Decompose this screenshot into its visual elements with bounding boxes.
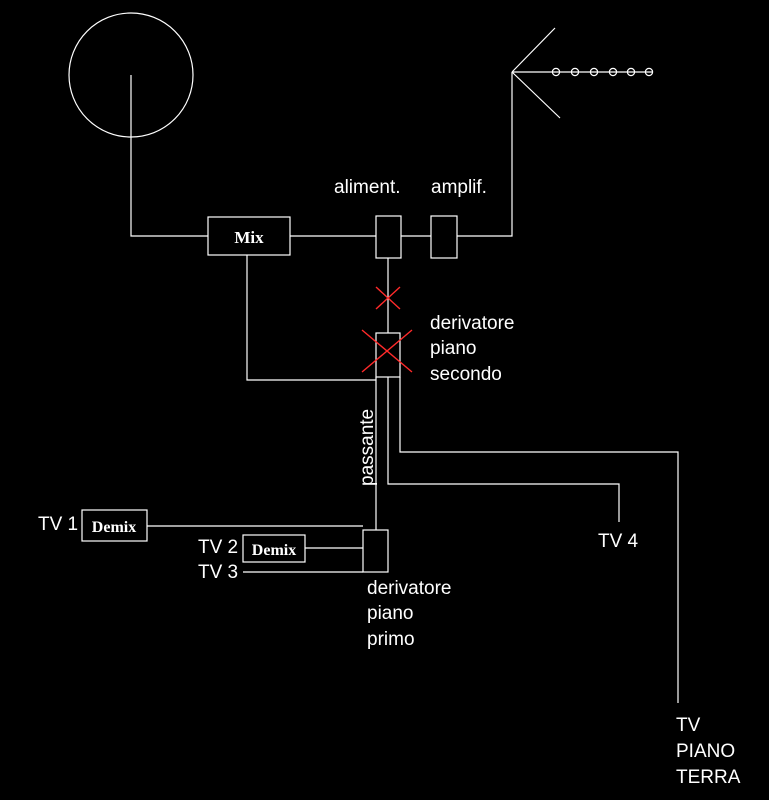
derivatore-secondo-box (375, 332, 401, 378)
tv-piano-terra-cable (399, 377, 679, 703)
aliment-box (375, 215, 402, 259)
demix-2-label: Demix (252, 542, 296, 559)
demix-2-box (242, 534, 306, 563)
dish-cable (130, 75, 208, 237)
aliment-label: aliment. (334, 177, 401, 198)
derivatore-secondo-label-3: secondo (430, 364, 502, 385)
antenna-cable (457, 72, 513, 237)
mix-label: Mix (234, 228, 264, 247)
derivatore-primo-box (362, 529, 389, 573)
derivatore-primo-label-1: derivatore (367, 578, 452, 599)
passante-label: passante (357, 409, 378, 486)
mix-box (207, 216, 291, 256)
amplif-label: amplif. (431, 177, 487, 198)
tv4-cable (387, 377, 620, 522)
removed-derivatore-x-icon (361, 329, 413, 373)
derivatore-secondo-label-2: piano (430, 338, 477, 359)
tv2-label: TV 2 (198, 537, 238, 558)
removed-section-x-icon (375, 286, 401, 310)
derivatore-primo-label-3: primo (367, 629, 415, 650)
tv1-label: TV 1 (38, 514, 78, 535)
derivatore-secondo-label-1: derivatore (430, 313, 515, 334)
amplif-box (430, 215, 458, 259)
terrestrial-antenna-icon (511, 27, 654, 119)
tv3-label: TV 3 (198, 562, 238, 583)
demix-1-box (81, 509, 148, 542)
mix-to-derivatore-cable (246, 255, 376, 381)
tv4-label: TV 4 (598, 531, 639, 552)
demix-1-label: Demix (92, 519, 136, 536)
tv-piano-terra-label-2: PIANO (676, 741, 735, 762)
tv-piano-terra-label-1: TV (676, 715, 701, 736)
tv-piano-terra-label-3: TERRA (676, 767, 741, 788)
derivatore-primo-label-2: piano (367, 603, 414, 624)
